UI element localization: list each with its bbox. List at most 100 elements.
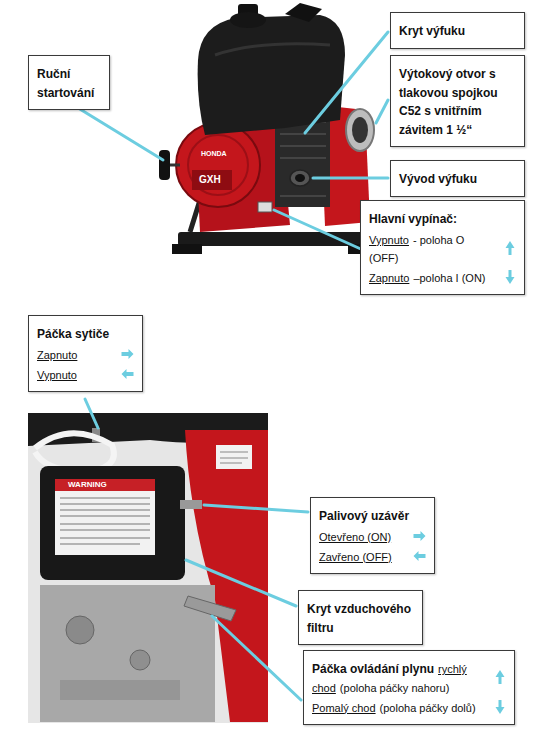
callout-row: Ruční startování [37,64,101,101]
callout-title: Vývod výfuku [399,172,477,186]
closeup-photo-part [66,616,94,644]
callout-box: Vývod výfuku [390,160,525,197]
direction-arrow [413,529,426,543]
callout-text: Zavřeno (OFF) [319,551,392,563]
callout-box: Výtokový otvor s tlakovou spojkou C52 s … [390,55,525,147]
callout-text-group: Zapnuto [37,345,77,363]
callout-box: Palivový uzávěrOtevřeno (ON) Zavřeno (OFF… [310,497,435,574]
leader-lines-part [70,103,163,160]
closeup-photo-part [28,413,268,723]
pump-illustration-part [198,15,345,135]
pump-illustration-part [172,244,202,254]
direction-arrow [494,670,506,684]
callout-text: Vypnuto [369,234,409,246]
callout-text-group: Otevřeno (ON) [319,527,391,545]
pump-illustration-part [295,174,305,182]
callout-title: Výtokový otvor s tlakovou spojkou C52 s … [399,67,498,137]
callout-text: –poloha I (ON) [413,272,485,284]
callout-text: Zapnuto [37,349,77,361]
closeup-photo-part [60,498,150,544]
direction-arrow-head [496,700,505,714]
callout-text: Otevřeno (ON) [319,531,391,543]
callout-box: Kryt výfuku [390,12,525,49]
pump-illustration-part [258,202,272,212]
direction-arrow [121,367,134,381]
callout-box: Ruční startování [28,55,110,110]
pump-illustration-part [285,3,322,22]
callout-text-group: Vývod výfuku [399,169,477,188]
callout-row: Vypnuto- poloha O (OFF) [369,230,516,266]
product-marking: HONDA [201,150,227,157]
direction-arrow [504,270,516,284]
direction-arrow-head [506,270,515,284]
product-marking: GXH [199,175,221,185]
closeup-photo-part [55,479,155,555]
callout-text: (poloha páčky dolů) [380,702,476,714]
callout-title: Páčka sytiče [37,327,109,341]
callout-text-group: Zapnuto –poloha I (ON) [369,268,486,286]
pump-illustration-part [178,232,373,246]
direction-arrow-head [122,369,134,379]
callout-text-group: Páčka ovládání plynurychlý chod(poloha p… [312,659,486,696]
callout-box: Hlavní vypínač: Vypnuto- poloha O (OFF) Za… [360,200,525,295]
product-marking: WARNING [68,481,107,489]
callout-text-group: Páčka sytiče [37,324,109,343]
callout-text: Zapnuto [369,272,409,284]
callout-text-group: Ruční startování [37,64,101,101]
direction-arrow [504,241,516,255]
callout-text-group: Palivový uzávěr [319,506,409,525]
callout-row: Zapnuto [37,345,134,363]
callout-title: Ruční startování [37,67,94,100]
callout-box: Kryt vzduchového filtru [298,590,423,645]
callout-row: Kryt výfuku [399,21,516,40]
callout-box: Páčka sytičeZapnutoVypnuto [28,315,143,392]
callout-row: Zapnuto –poloha I (ON) [369,268,516,286]
leader-lines-part [212,616,301,700]
pump-illustration-part [192,170,232,190]
callout-text-group: Kryt vzduchového filtru [307,599,414,636]
pump-illustration-part [170,164,180,167]
callout-row: Vypnuto [37,365,134,383]
leader-lines-part [313,177,388,180]
callout-box: Páčka ovládání plynurychlý chod(poloha p… [303,650,515,725]
callout-row: Zavřeno (OFF) [319,547,426,565]
pump-illustration-part [176,123,260,207]
closeup-photo [28,413,268,723]
leader-lines-part [274,210,363,250]
pump-illustration-part [215,44,330,55]
callout-row: Pomalý chod (poloha páčky dolů) [312,698,506,716]
closeup-photo-part [60,680,180,700]
direction-arrow [494,700,506,714]
closeup-photo-part [130,650,150,670]
callout-title: Kryt výfuku [399,24,465,38]
callout-row: Vývod výfuku [399,169,516,188]
callout-row: Výtokový otvor s tlakovou spojkou C52 s … [399,64,516,138]
closeup-photo-part [180,500,202,509]
pump-illustration-part [346,109,374,151]
callout-text-group: Vypnuto [37,365,77,383]
callout-row: Páčka ovládání plynurychlý chod(poloha p… [312,659,506,696]
closeup-photo-part [40,466,185,580]
pump-illustration-part [188,135,248,195]
pump-illustration-part [352,117,368,143]
callout-text-group: Pomalý chod (poloha páčky dolů) [312,698,476,716]
direction-arrow [413,549,426,563]
direction-arrow-head [496,670,505,684]
callout-text: Pomalý chod [312,702,376,714]
callout-text-group: Kryt výfuku [399,21,465,40]
direction-arrow-head [414,551,426,561]
direction-arrow [121,347,134,361]
callout-text-group: Výtokový otvor s tlakovou spojkou C52 s … [399,64,516,138]
callout-row: Hlavní vypínač: [369,209,516,228]
closeup-photo-part [220,452,248,463]
leader-lines-part [204,505,308,512]
callout-title: Hlavní vypínač: [369,212,457,226]
pump-illustration [159,3,378,254]
leader-lines-part [85,399,98,428]
pump-illustration-part [230,12,266,28]
callout-title: Páčka ovládání plynu [312,662,434,676]
callout-title: Palivový uzávěr [319,509,409,523]
pump-illustration-part [290,170,310,186]
callout-row: Kryt vzduchového filtru [307,599,414,636]
